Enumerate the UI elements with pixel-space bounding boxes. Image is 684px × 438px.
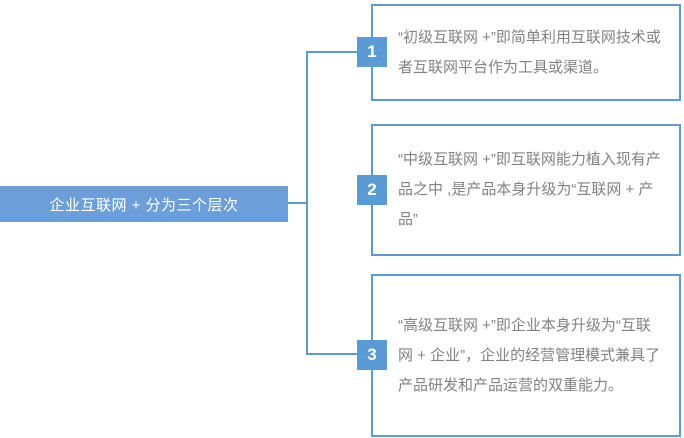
level-text-2: “中级互联网 +”即互联网能力植入现有产品之中 ,是产品本身升级为“互联网 + …: [398, 151, 661, 228]
connector-branch-1: [306, 51, 358, 53]
level-text-3: “高级互联网 +”即企业本身升级为“互联网 + 企业”，企业的经营管理模式兼具了…: [398, 316, 661, 394]
level-box-2: “中级互联网 +”即互联网能力植入现有产品之中 ,是产品本身升级为“互联网 + …: [371, 124, 681, 256]
level-box-1: “初级互联网 +”即简单利用互联网技术或者互联网平台作为工具或渠道。: [371, 4, 681, 101]
level-box-3: “高级互联网 +”即企业本身升级为“互联网 + 企业”，企业的经营管理模式兼具了…: [371, 274, 681, 437]
level-badge-3: 3: [357, 340, 387, 370]
connector-branch-3: [306, 353, 358, 355]
level-text-1: “初级互联网 +”即简单利用互联网技术或者互联网平台作为工具或渠道。: [398, 28, 661, 76]
root-node: 企业互联网 + 分为三个层次: [0, 186, 288, 222]
root-node-label: 企业互联网 + 分为三个层次: [49, 196, 239, 214]
level-badge-2: 2: [357, 175, 387, 205]
connector-root-to-trunk: [288, 202, 307, 204]
connector-trunk: [306, 51, 308, 355]
level-badge-1: 1: [357, 37, 387, 67]
